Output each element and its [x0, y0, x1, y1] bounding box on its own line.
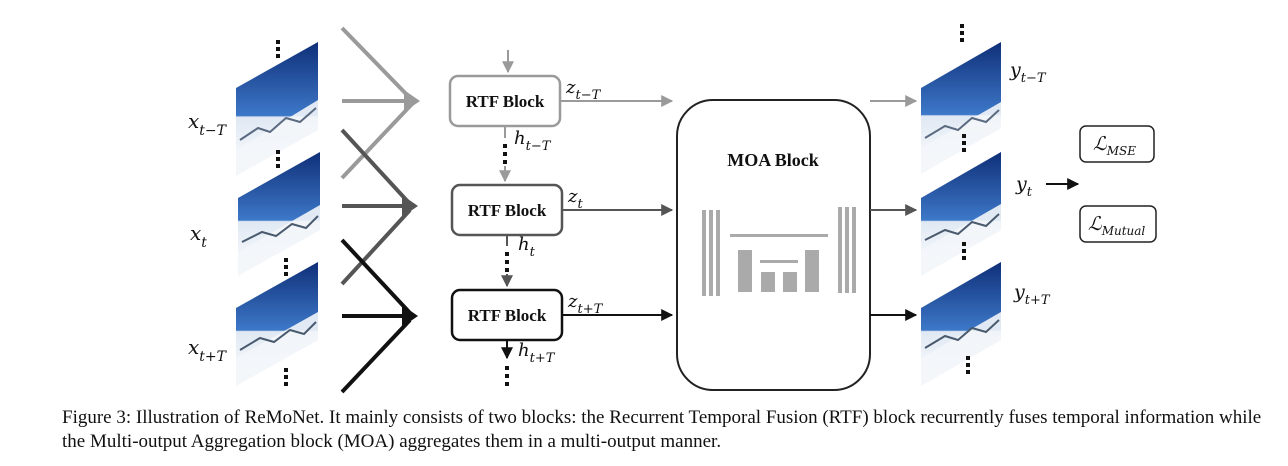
loss-mutual: ℒMutual [1079, 205, 1157, 243]
z-label-future: zt+T [567, 291, 604, 317]
input-frame-current [238, 152, 320, 276]
output-label-current: yt [1015, 173, 1033, 200]
svg-text:ℒMSE: ℒMSE [1093, 133, 1136, 158]
z-label-past: zt−T [565, 77, 602, 103]
rtf-block-future: RTF Block [450, 288, 564, 342]
rtf-block-current: RTF Block [450, 183, 564, 237]
output-frame-past [921, 42, 1001, 174]
hidden-state-past: ht−T [499, 126, 552, 183]
rtf-block-current-label: RTF Block [468, 201, 547, 220]
rtf-block-past: RTF Block [448, 74, 562, 128]
h-label-current: ht [518, 234, 536, 260]
fan-in-current [340, 128, 418, 286]
h-label-past: ht−T [514, 128, 552, 154]
loss-mse: ℒMSE [1079, 125, 1155, 163]
output-label-past: yt−T [1009, 59, 1047, 86]
input-label-current: xt [190, 221, 207, 251]
moa-block: MOA Block [676, 99, 871, 391]
rtf-block-past-label: RTF Block [466, 92, 545, 111]
hidden-state-future: ht+T [501, 340, 556, 386]
fan-in-past [340, 26, 420, 180]
h-label-future: ht+T [518, 340, 556, 366]
input-frame-past [236, 42, 318, 176]
fan-in-future [340, 238, 418, 394]
hidden-state-current: ht [501, 234, 536, 288]
z-label-current: zt [567, 186, 583, 212]
rtf-block-future-label: RTF Block [468, 306, 547, 325]
input-label-future: xt+T [188, 335, 228, 365]
output-frame-future [921, 262, 1001, 386]
output-frame-current [921, 152, 1001, 276]
input-label-past: xt−T [188, 109, 228, 139]
output-ellipsis [960, 24, 970, 374]
svg-text:ℒMutual: ℒMutual [1088, 213, 1145, 238]
z-arrow-current: zt [562, 186, 674, 216]
output-label-future: yt+T [1013, 281, 1051, 308]
input-ellipsis [276, 40, 288, 386]
z-arrow-future: zt+T [562, 291, 674, 321]
input-frame-future [236, 262, 318, 386]
moa-aggregation-icon [702, 207, 856, 296]
moa-block-label: MOA Block [727, 150, 819, 170]
z-arrow-past: zt−T [560, 77, 674, 107]
figure-caption: Figure 3: Illustration of ReMoNet. It ma… [62, 407, 1262, 452]
